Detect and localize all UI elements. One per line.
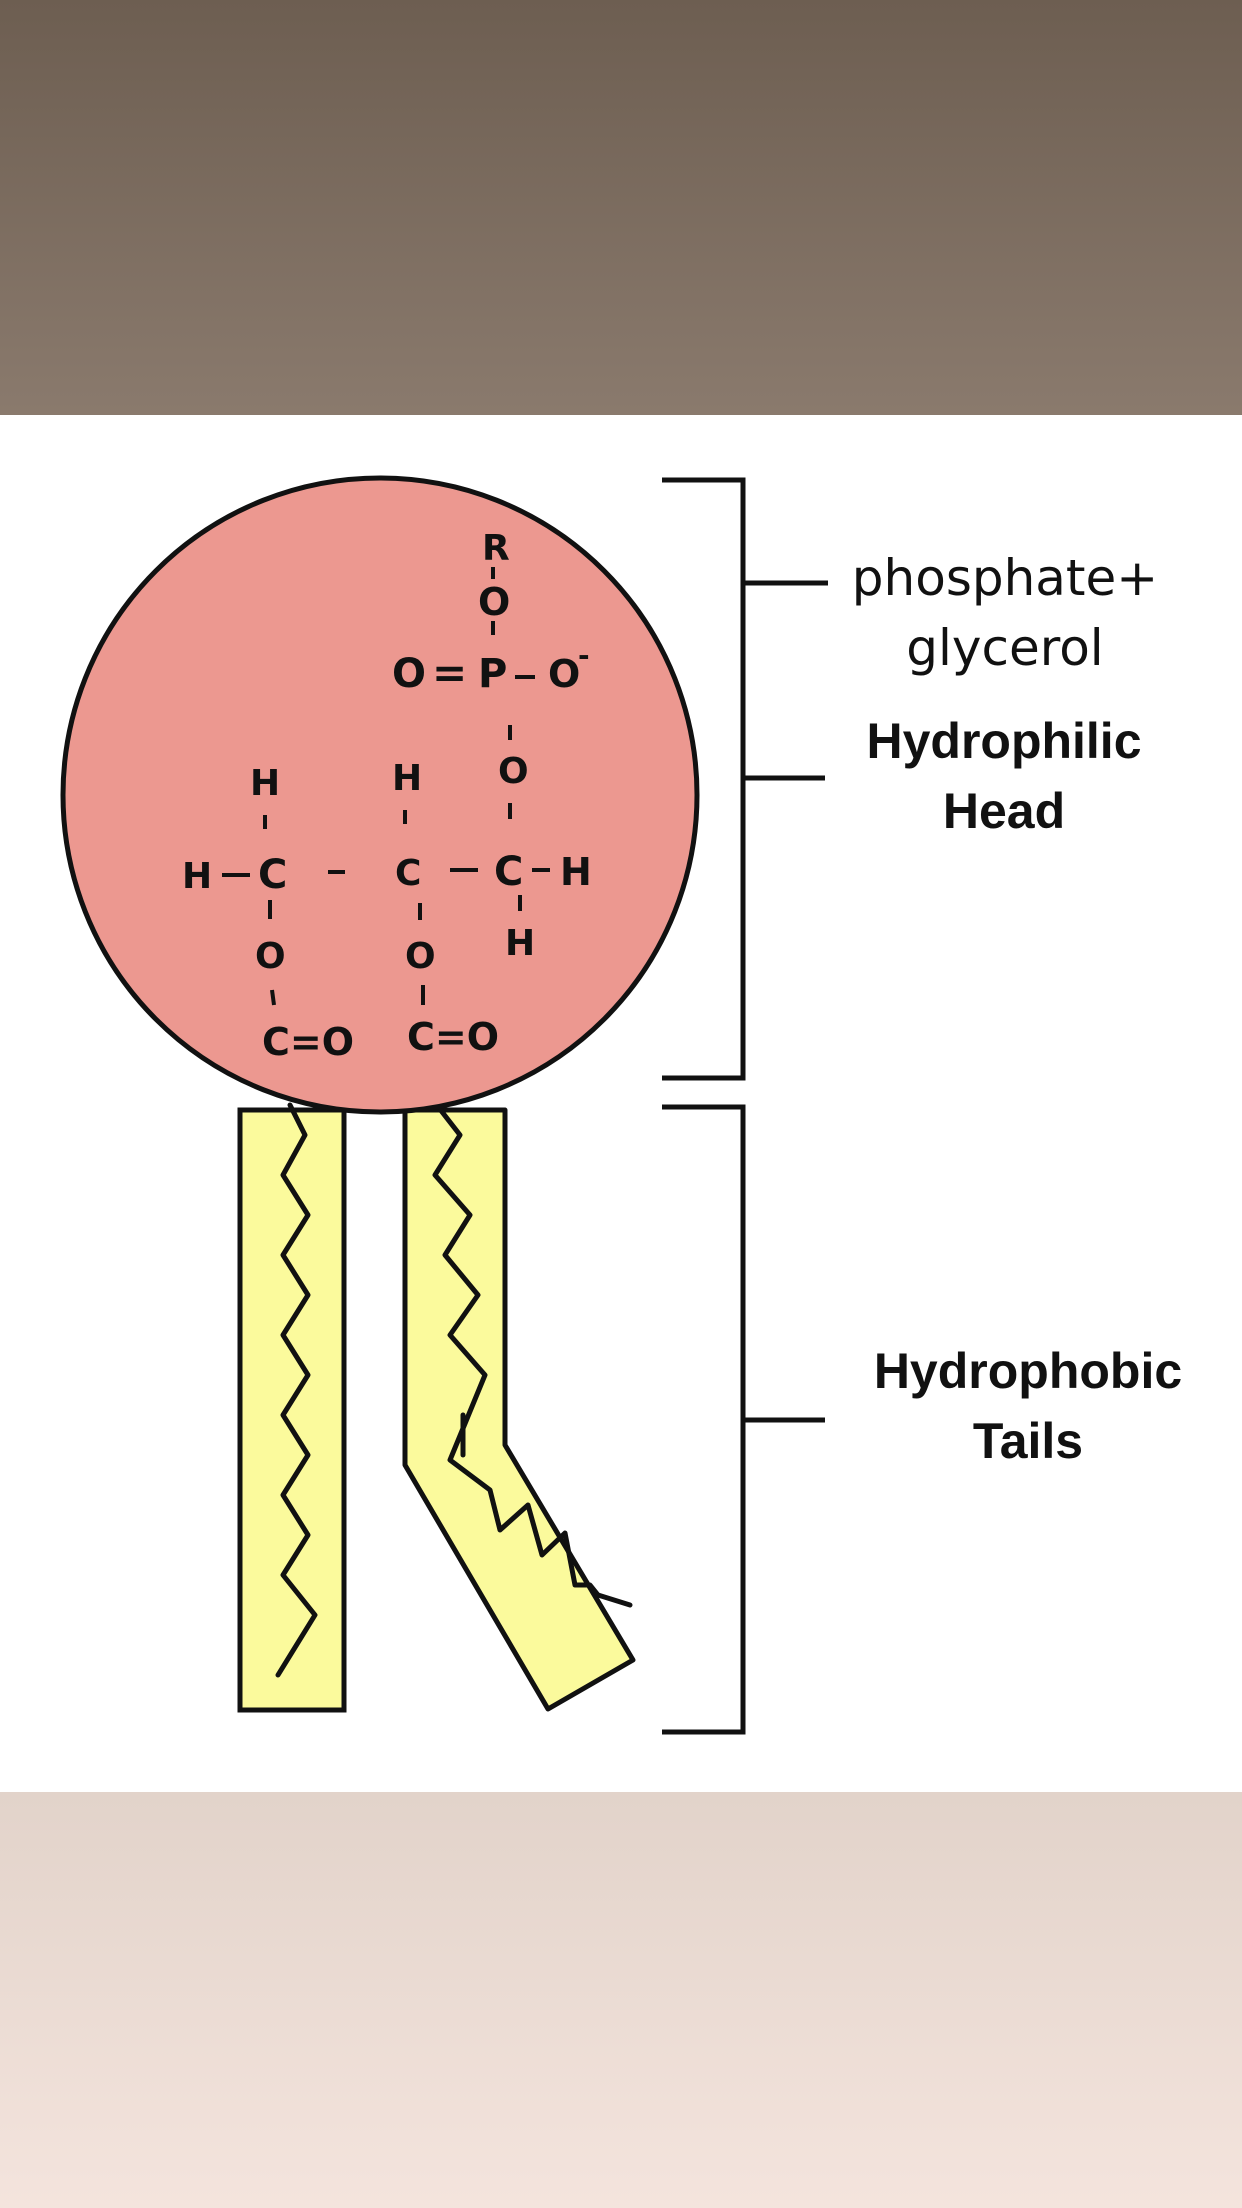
saturated-tail [237,1107,347,1713]
hydrophilic-label-line2: Head [943,783,1065,839]
oxygen-minus: O [548,652,580,696]
carbon-mid: C [395,853,421,894]
oxygen-link: O [498,751,529,792]
carbonyl-mid: C=O [407,1015,499,1059]
r-group-label: R [482,528,510,569]
phosphate-label-line2: glycerol [906,619,1103,677]
oxygen-top: O [478,580,510,624]
hydrophobic-label-line1: Hydrophobic [874,1343,1182,1399]
hydrophobic-label-line2: Tails [973,1413,1083,1469]
hydrophilic-label-line1: Hydrophilic [866,713,1141,769]
diagram-labels: phosphate+ glycerol Hydrophilic Head Hyd… [852,549,1182,1469]
hydrogen-mid-top: H [392,758,422,799]
ester-oxygen-left: O [255,936,286,977]
hydrophilic-head [60,475,700,1115]
ester-oxygen-mid: O [405,936,436,977]
bottom-background-band [0,1792,1242,2208]
diagram-canvas: R O O = P O - O H H H C C C H [60,475,1182,1735]
chemical-structure: R O O = P O - O H H H C C C H [182,528,592,1064]
hydrogen-right: H [560,850,592,894]
negative-charge: - [578,639,590,672]
head-bracket [662,477,828,1081]
unsaturated-tail [402,1107,636,1712]
carbon-left: C [258,852,287,898]
top-background-band [0,0,1242,415]
tail-bracket [662,1104,825,1735]
hydrogen-bottom: H [505,923,535,964]
fatty-acid-tails [237,1087,636,1713]
bond-o-co-left [270,989,276,1006]
carbon-right: C [494,849,523,895]
oxygen-double: O [392,651,426,697]
head-circle [60,475,700,1115]
phosphorus-label: P [478,651,507,697]
carbonyl-left: C=O [262,1020,354,1064]
hydrogen-left-top: H [250,763,280,804]
hydrogen-side: H [182,856,212,897]
double-bond-sign: = [432,648,467,697]
saturated-tail-zigzag [275,1102,318,1678]
phosphate-label-line1: phosphate+ [852,549,1158,607]
phospholipid-diagram: R O O = P O - O H H H C C C H [0,415,1242,1792]
unsaturated-tail-zigzag [422,1087,633,1608]
